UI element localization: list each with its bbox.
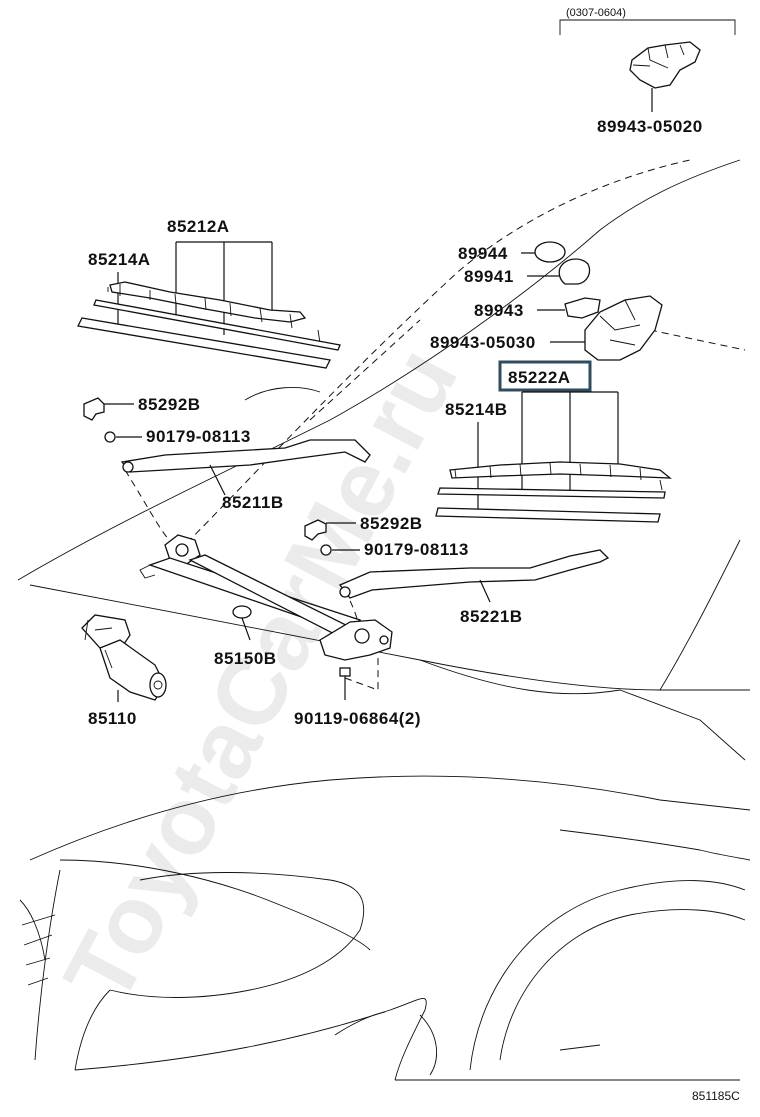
highlight-box bbox=[498, 360, 592, 392]
windshield-edge-left bbox=[169, 159, 691, 561]
car-body-outline bbox=[17, 159, 751, 1081]
label-89941: 89941 bbox=[464, 267, 514, 286]
label-89943-05030: 89943-05030 bbox=[430, 333, 536, 352]
windshield-edge-right bbox=[649, 329, 746, 351]
bracket-89943-05020[interactable]: (0307-0604) 89943-05020 bbox=[559, 7, 736, 136]
linkage-guide-1 bbox=[124, 469, 176, 546]
wiper-linkage-85150B[interactable]: 85150B bbox=[139, 534, 393, 668]
label-85221B: 85221B bbox=[460, 607, 523, 626]
wiper-blade-right-85222A[interactable]: 85222A 85214B bbox=[435, 360, 672, 523]
bolt-90119-06864[interactable]: 90119-06864(2) bbox=[294, 667, 421, 728]
cap-89941[interactable]: 89941 bbox=[464, 258, 591, 286]
wiper-blade-left[interactable]: 85212A 85214A bbox=[77, 217, 341, 369]
label-90119-06864: 90119-06864(2) bbox=[294, 709, 421, 728]
wiper-arm-85211B[interactable]: 85211B bbox=[120, 439, 371, 512]
label-85211B: 85211B bbox=[222, 493, 284, 512]
nut-90179-08113-left[interactable]: 90179-08113 bbox=[104, 427, 251, 446]
bracket-89943[interactable]: 89943 bbox=[474, 297, 601, 320]
label-85292B-right: 85292B bbox=[360, 514, 423, 533]
label-90179-08113-right: 90179-08113 bbox=[364, 540, 469, 559]
label-85214A: 85214A bbox=[88, 250, 151, 269]
nut-90179-08113-right[interactable]: 90179-08113 bbox=[320, 540, 469, 559]
label-85222A: 85222A bbox=[508, 368, 571, 387]
date-range-label: (0307-0604) bbox=[566, 7, 626, 19]
label-85110: 85110 bbox=[88, 709, 137, 728]
cap-85292B-left[interactable]: 85292B bbox=[83, 395, 201, 421]
sensor-89943-05030[interactable]: 89943-05030 bbox=[430, 295, 663, 361]
label-89943-05020: 89943-05020 bbox=[597, 117, 703, 136]
label-85292B-left: 85292B bbox=[138, 395, 201, 414]
cap-85292B-right[interactable]: 85292B bbox=[304, 514, 423, 541]
wiper-motor-85110[interactable]: 85110 bbox=[81, 614, 167, 728]
label-85212A: 85212A bbox=[167, 217, 230, 236]
label-90179-08113-left: 90179-08113 bbox=[146, 427, 251, 446]
wiper-arm-85221B[interactable]: 85221B bbox=[338, 549, 610, 626]
drawing-code: 851185C bbox=[692, 1089, 740, 1103]
label-89943: 89943 bbox=[474, 301, 524, 320]
label-89944: 89944 bbox=[458, 244, 508, 263]
label-85150B: 85150B bbox=[214, 649, 277, 668]
label-85214B: 85214B bbox=[445, 400, 508, 419]
windshield-edge-left-2 bbox=[309, 319, 421, 421]
cap-89944[interactable]: 89944 bbox=[458, 241, 566, 263]
